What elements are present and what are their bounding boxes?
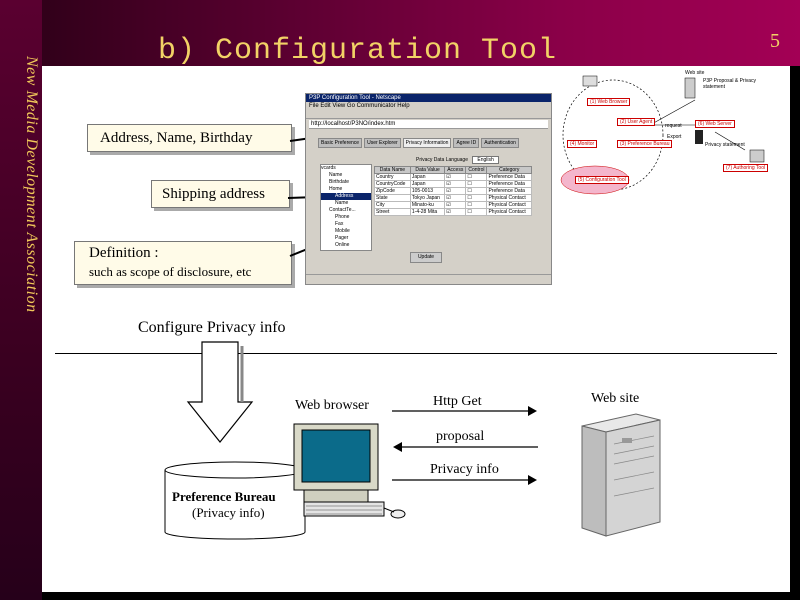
table-header: Category — [486, 166, 532, 174]
control-checkbox[interactable]: ☐ — [465, 187, 488, 195]
slide-number: 5 — [770, 30, 780, 52]
tree-item[interactable]: Name — [329, 172, 343, 178]
tab-privacy-information[interactable]: Privacy Information — [402, 138, 452, 148]
left-arrow-icon — [393, 442, 538, 452]
slide-title: b) Configuration Tool — [158, 34, 558, 68]
callout-shipping-address: Shipping address — [151, 180, 290, 208]
tab-basic-preference[interactable]: Basic Preference — [318, 138, 363, 148]
mini-label: Export — [667, 134, 682, 140]
section-divider — [55, 353, 777, 354]
language-label: Privacy Data Language — [416, 157, 468, 163]
tab-authentication[interactable]: Authentication — [481, 138, 519, 148]
control-checkbox[interactable]: ☐ — [465, 180, 488, 188]
control-checkbox[interactable]: ☐ — [465, 194, 488, 202]
right-arrow-icon — [392, 406, 537, 416]
tree-item[interactable]: Online — [335, 242, 350, 248]
tree-item[interactable]: Mobile — [335, 228, 350, 234]
data-tree: vcards Name Birthdate Home Address Name … — [320, 164, 372, 251]
mini-label: Web site — [685, 70, 705, 76]
table-header: Data Name — [374, 166, 411, 174]
mini-label: request — [665, 123, 682, 129]
server-icon — [581, 413, 661, 537]
web-browser-label: Web browser — [295, 398, 369, 413]
mini-label: (1) Web Browser — [587, 98, 631, 106]
table-header: Access — [444, 166, 467, 174]
access-checkbox[interactable]: ☑ — [444, 194, 467, 202]
control-checkbox[interactable]: ☐ — [465, 173, 488, 181]
access-checkbox[interactable]: ☑ — [444, 208, 467, 216]
mini-label: (2) User Agent — [617, 118, 656, 126]
table-header: Data Value — [409, 166, 446, 174]
mini-label: (4) Monitor — [567, 140, 598, 148]
access-checkbox[interactable]: ☑ — [444, 180, 467, 188]
privacy-data-table: Data Name Data Value Access Control Cate… — [374, 166, 532, 216]
title-banner — [0, 0, 800, 66]
screenshot-menu-bar: File Edit View Go Communicator Help — [306, 102, 551, 110]
tree-item[interactable]: Pager — [335, 235, 349, 241]
screenshot-address-bar: http://localhost/P3NO/index.htm — [309, 120, 548, 129]
tree-item[interactable]: Fax — [335, 221, 344, 227]
screenshot-window-title: P3P Configuration Tool - Netscape — [306, 94, 551, 102]
web-site-label: Web site — [591, 391, 640, 406]
screenshot-toolbar — [306, 110, 551, 119]
mini-label: (6) Web Server — [695, 120, 735, 128]
tree-item[interactable]: Birthdate — [329, 179, 350, 185]
mini-label: (5) Configuration Tool — [575, 176, 629, 184]
sidebar-band: New Media Development Association — [0, 0, 42, 600]
control-checkbox[interactable]: ☐ — [465, 201, 488, 209]
computer-icon — [293, 423, 406, 519]
sidebar-organization-text: New Media Development Association — [23, 56, 40, 313]
tab-agree-id[interactable]: Agree ID — [453, 138, 480, 148]
access-checkbox[interactable]: ☑ — [444, 187, 467, 195]
update-button[interactable]: Update — [410, 252, 442, 263]
access-checkbox[interactable]: ☑ — [444, 173, 467, 181]
mini-label: Privacy statement — [705, 142, 745, 148]
configuration-tool-screenshot: P3P Configuration Tool - Netscape File E… — [305, 93, 552, 285]
screenshot-status-bar — [306, 274, 551, 284]
bureau-title: Preference Bureau — [172, 489, 276, 504]
bureau-subtitle: (Privacy info) — [192, 505, 265, 520]
tree-item[interactable]: vcards — [321, 165, 336, 171]
table-header: Control — [465, 166, 488, 174]
mini-architecture-diagram: (1) Web Browser (2) User Agent (3) Prefe… — [555, 70, 775, 200]
tree-item[interactable]: Name — [335, 200, 349, 206]
http-get-label: Http Get — [433, 394, 482, 409]
configure-privacy-label: Configure Privacy info — [138, 319, 286, 336]
callout-address-name-birthday: Address, Name, Birthday — [87, 124, 292, 152]
language-select[interactable]: English — [472, 156, 499, 164]
mini-label: P3P Proposal & Privacy statement — [703, 78, 756, 90]
tree-item[interactable]: Home — [329, 186, 343, 192]
right-arrow-icon — [392, 475, 537, 485]
tree-item[interactable]: Phone — [335, 214, 350, 220]
tree-item[interactable]: Address — [321, 193, 371, 200]
mini-label: (3) Preference Bureau — [617, 140, 673, 148]
mini-label: (7) Authoring Tool — [723, 164, 769, 172]
language-row: Privacy Data Language English — [416, 156, 499, 164]
tree-item[interactable]: ContactTe... — [329, 207, 356, 213]
callout-definition: Definition : such as scope of disclosure… — [74, 241, 292, 285]
access-checkbox[interactable]: ☑ — [444, 201, 467, 209]
tab-user-explorer[interactable]: User Explorer — [364, 138, 401, 148]
proposal-label: proposal — [436, 429, 485, 444]
screenshot-tabs: Basic Preference User Explorer Privacy I… — [318, 138, 519, 148]
down-arrow-icon — [186, 341, 254, 443]
privacy-info-label: Privacy info — [430, 462, 499, 477]
control-checkbox[interactable]: ☐ — [465, 208, 488, 216]
preference-bureau-cylinder — [164, 461, 306, 540]
